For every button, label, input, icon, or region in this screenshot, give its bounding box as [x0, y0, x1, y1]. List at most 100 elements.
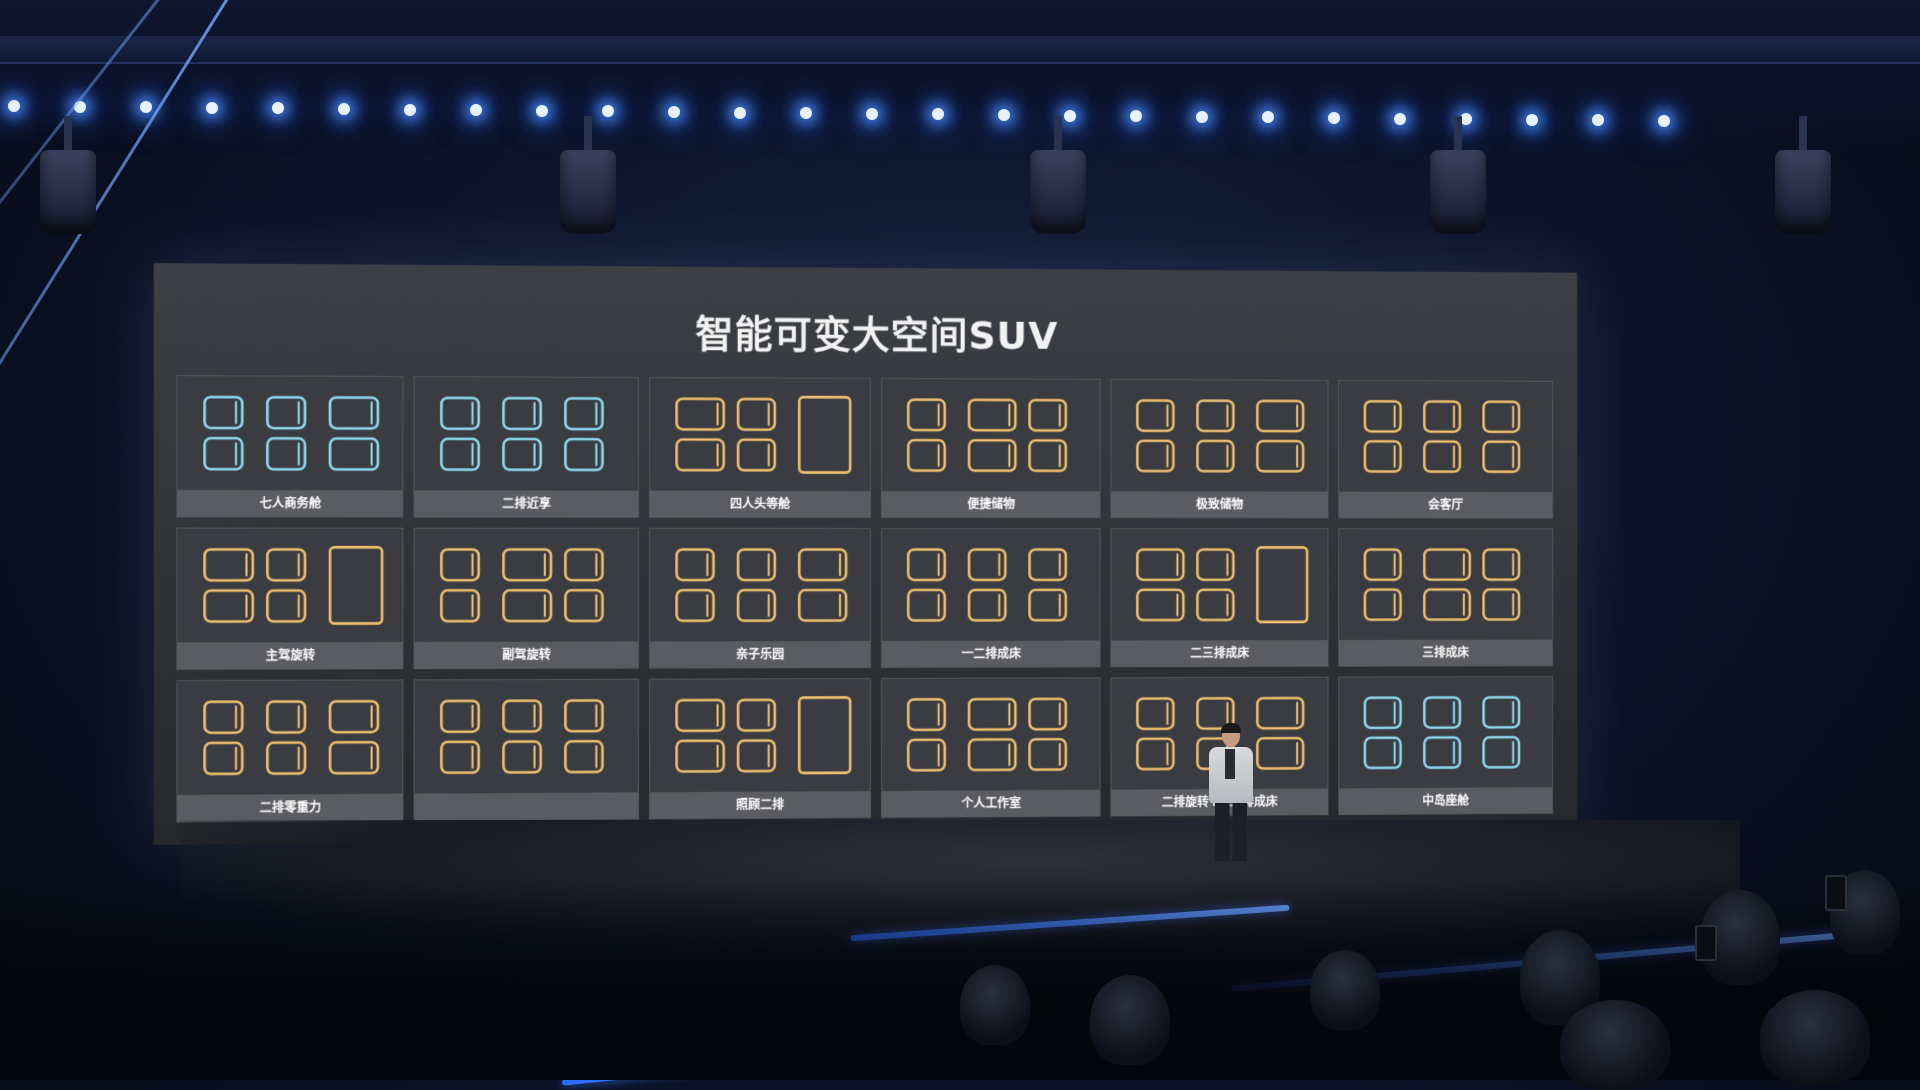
- seat-layout-icon: [186, 537, 395, 635]
- configuration-grid: 七人商务舱二排近享四人头等舱便捷储物极致储物会客厅主驾旋转副驾旋转亲子乐园一二排…: [176, 375, 1553, 822]
- led-light: [1526, 114, 1538, 126]
- audience-head: [1560, 1000, 1670, 1090]
- presenter: [1205, 725, 1255, 865]
- configuration-card: 照顾二排: [649, 678, 871, 819]
- configuration-card: 二三排成床: [1111, 528, 1328, 667]
- seat-layout-icon: [186, 689, 395, 787]
- presenter-hair: [1221, 723, 1241, 733]
- seat-layout-icon: [890, 686, 1092, 783]
- flat-bed-shape: [799, 697, 850, 773]
- seat-layout-icon: [423, 537, 629, 634]
- configuration-label: 副驾旋转: [415, 641, 638, 668]
- configuration-label: 二排近享: [415, 490, 638, 516]
- configuration-card: 亲子乐园: [649, 528, 871, 669]
- seat-layout-diagram: [415, 680, 638, 794]
- configuration-card: 七人商务舱: [176, 375, 403, 518]
- configuration-label: 主驾旋转: [177, 642, 402, 669]
- presenter-legs: [1215, 803, 1247, 861]
- stage-light: [40, 150, 96, 234]
- configuration-card: 二排近享: [414, 376, 639, 518]
- seat-layout-diagram: [882, 529, 1100, 641]
- led-light: [866, 108, 878, 120]
- led-light-strip: [0, 96, 1920, 136]
- audience-head: [1310, 950, 1380, 1030]
- led-light: [140, 101, 152, 113]
- configuration-label: 便捷储物: [882, 491, 1100, 517]
- stage-light: [560, 150, 616, 234]
- seat-layout-icon: [423, 688, 629, 786]
- led-light: [1130, 110, 1142, 122]
- seat-layout-diagram: [415, 529, 638, 642]
- flat-bed-shape: [799, 397, 850, 472]
- configuration-label: 三排成床: [1339, 640, 1552, 666]
- seat-layout-diagram: [1339, 677, 1552, 788]
- led-light: [338, 103, 350, 115]
- seat-layout-diagram: [1112, 529, 1327, 640]
- configuration-card: 中岛座舱: [1338, 676, 1553, 815]
- led-light: [536, 105, 548, 117]
- configuration-card: 副驾旋转: [414, 528, 639, 670]
- seat-layout-icon: [1120, 388, 1320, 484]
- led-light: [206, 102, 218, 114]
- stage-light: [1775, 150, 1831, 234]
- seat-layout-icon: [658, 537, 862, 634]
- seat-layout-icon: [1347, 389, 1545, 484]
- led-light: [602, 105, 614, 117]
- configuration-label: 七人商务舱: [177, 490, 402, 517]
- seat-layout-diagram: [650, 529, 870, 642]
- seat-layout-icon: [890, 537, 1092, 633]
- presentation-screen: 智能可变大空间SUV 七人商务舱二排近享四人头等舱便捷储物极致储物会客厅主驾旋转…: [154, 263, 1577, 845]
- led-light: [1262, 111, 1274, 123]
- seat-layout-icon: [186, 384, 395, 482]
- led-light: [404, 104, 416, 116]
- configuration-card: 三排成床: [1338, 528, 1553, 666]
- configuration-card: 极致储物: [1111, 379, 1328, 518]
- seat-layout-diagram: [177, 529, 402, 643]
- seat-layout-icon: [1347, 537, 1545, 632]
- configuration-card: 个人工作室: [881, 677, 1101, 818]
- configuration-card: 主驾旋转: [176, 528, 403, 670]
- stage-light: [1030, 150, 1086, 234]
- seat-layout-diagram: [177, 376, 402, 490]
- led-light: [800, 107, 812, 119]
- configuration-label: 中岛座舱: [1339, 787, 1552, 814]
- led-light: [1658, 115, 1670, 127]
- configuration-card: 便捷储物: [881, 378, 1101, 518]
- configuration-label: 四人头等舱: [650, 491, 870, 517]
- configuration-label: 照顾二排: [650, 791, 870, 818]
- seat-layout-icon: [1347, 685, 1545, 781]
- led-light: [734, 107, 746, 119]
- lighting-truss: [0, 36, 1920, 64]
- seat-layout-icon: [658, 687, 862, 784]
- audience-head: [1090, 975, 1170, 1065]
- flat-bed-shape: [1258, 547, 1308, 622]
- phone-screen: [1825, 875, 1847, 911]
- led-light: [1592, 114, 1604, 126]
- led-light: [932, 108, 944, 120]
- seat-layout-diagram: [1339, 529, 1552, 640]
- configuration-label: 一二排成床: [882, 641, 1100, 667]
- led-light: [1328, 112, 1340, 124]
- led-light: [1196, 111, 1208, 123]
- configuration-card: 四人头等舱: [649, 377, 871, 518]
- seat-layout-diagram: [882, 379, 1100, 491]
- configuration-label: 个人工作室: [882, 790, 1100, 817]
- configuration-card: 二排零重力: [176, 679, 403, 822]
- stage-light: [1430, 150, 1486, 234]
- configuration-label: [415, 792, 638, 820]
- configuration-label: 亲子乐园: [650, 641, 870, 668]
- led-light: [1064, 110, 1076, 122]
- led-light: [272, 102, 284, 114]
- seat-layout-diagram: [177, 680, 402, 795]
- led-light: [8, 100, 20, 112]
- led-light: [668, 106, 680, 118]
- configuration-label: 会客厅: [1339, 492, 1552, 518]
- configuration-label: 二排零重力: [177, 794, 402, 822]
- seat-layout-icon: [890, 387, 1092, 483]
- audience-head: [960, 965, 1030, 1045]
- led-light: [1394, 113, 1406, 125]
- seat-layout-icon: [1120, 537, 1320, 632]
- audience-head: [1760, 990, 1870, 1085]
- flat-bed-shape: [330, 547, 382, 623]
- configuration-card: 会客厅: [1338, 380, 1553, 519]
